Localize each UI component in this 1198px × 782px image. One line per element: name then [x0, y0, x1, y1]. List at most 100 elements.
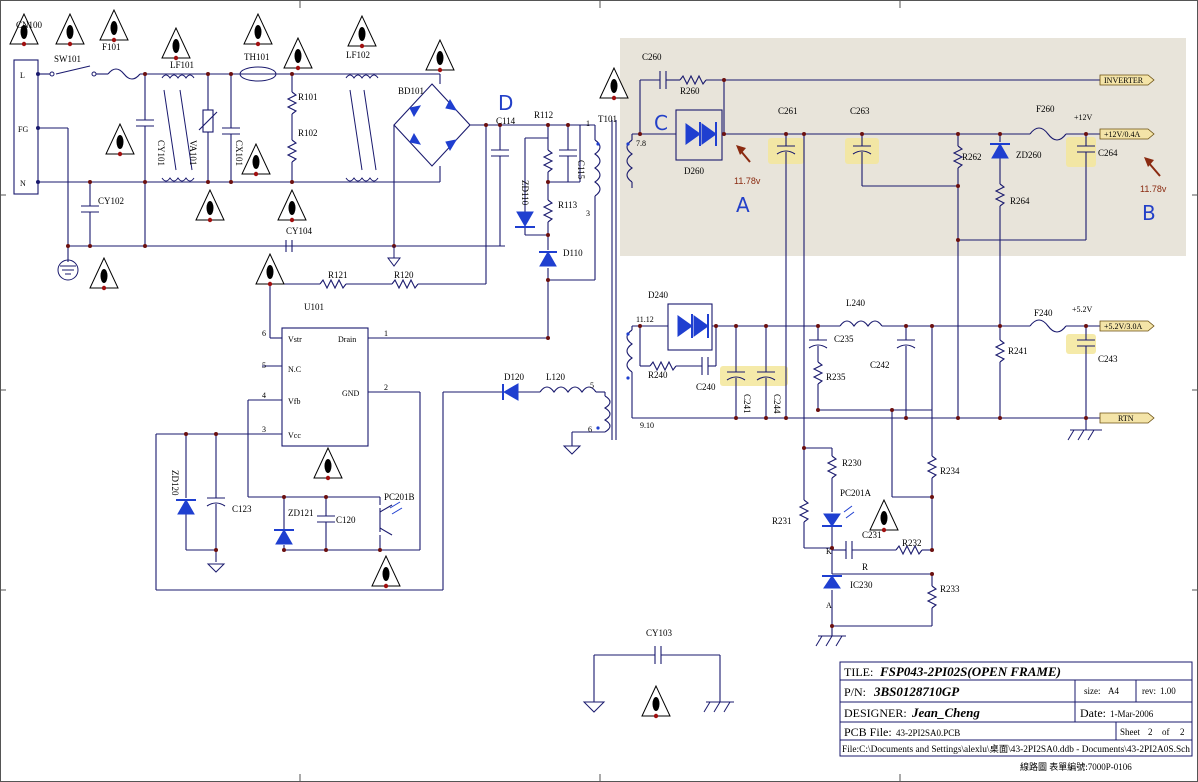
- label-r260: R260: [680, 86, 700, 96]
- label-d260: D260: [684, 166, 704, 176]
- tb-date: 1-Mar-2006: [1110, 709, 1154, 719]
- label-f101: F101: [102, 42, 121, 52]
- u101-pin-gnd: GND: [342, 389, 360, 398]
- label-r262: R262: [962, 152, 982, 162]
- port-rtn: [1099, 412, 1155, 424]
- lf101-symbol: [161, 74, 195, 182]
- pin-1112: 11.12: [636, 315, 654, 324]
- label-c114: C114: [496, 116, 516, 126]
- warning-icon: [161, 26, 191, 61]
- label-th101: TH101: [244, 52, 270, 62]
- tb-date-label: Date:: [1080, 706, 1106, 720]
- annotation-arrows: [736, 145, 1161, 177]
- junction-dots: [36, 71, 1088, 628]
- port-5v-label: +5.2V/3.0A: [1104, 322, 1143, 331]
- u101-pin-drain: Drain: [338, 335, 356, 344]
- warning-icon: [277, 188, 307, 223]
- u101-pin-vstr: Vstr: [288, 335, 302, 344]
- pin-6: 6: [262, 329, 266, 338]
- warning-triangles: [9, 8, 899, 719]
- label-c242: C242: [870, 360, 890, 370]
- t101-pin-1: 1: [586, 119, 590, 128]
- label-cn100: CN100: [16, 20, 43, 30]
- label-cy102: CY102: [98, 196, 124, 206]
- label-c261: C261: [778, 106, 798, 116]
- label-cy103: CY103: [646, 628, 673, 638]
- tb-size-label: size:: [1084, 686, 1101, 696]
- pin-4: 4: [262, 391, 266, 400]
- ground-symbols: [57, 246, 1102, 713]
- label-r235: R235: [826, 372, 846, 382]
- label-u101: U101: [304, 302, 324, 312]
- label-l120: L120: [546, 372, 565, 382]
- warning-icon: [347, 14, 377, 49]
- pin-1: 1: [384, 329, 388, 338]
- label-zd260: ZD260: [1016, 150, 1042, 160]
- label-zd110: ZD110: [520, 180, 530, 206]
- tb-footer: 線路圖 表單編號:7000P-0106: [1020, 761, 1132, 772]
- label-ic230: IC230: [850, 580, 873, 590]
- label-r121: R121: [328, 270, 348, 280]
- label-r264: R264: [1010, 196, 1030, 206]
- tb-rev: 1.00: [1160, 686, 1176, 696]
- tb-designer-label: DESIGNER:: [844, 706, 907, 720]
- warning-icon: [9, 12, 39, 47]
- label-c115: C115: [576, 160, 586, 180]
- annotation-c: C: [654, 111, 668, 135]
- label-r101: R101: [298, 92, 318, 102]
- label-r112: R112: [534, 110, 553, 120]
- warning-icon: [641, 684, 671, 719]
- label-c231: C231: [862, 530, 882, 540]
- port-inverter: [1099, 74, 1155, 86]
- annotation-b: B: [1142, 201, 1156, 225]
- label-t101: T101: [598, 114, 617, 124]
- port-labels: INVERTER +12V/0.4A +5.2V/3.0A RTN +12V +…: [1072, 76, 1144, 423]
- ic230-pin-k: K: [826, 547, 832, 556]
- port-rtn-label: RTN: [1118, 414, 1134, 423]
- label-cy104: CY104: [286, 226, 313, 236]
- lf102-symbol: [345, 74, 379, 182]
- tb-title-label: TILE:: [844, 665, 873, 679]
- port-12v: [1099, 128, 1155, 140]
- ic230-pin-a: A: [826, 601, 832, 610]
- warning-icon: [599, 66, 629, 101]
- label-c123: C123: [232, 504, 252, 514]
- label-d240: D240: [648, 290, 668, 300]
- label-c235: C235: [834, 334, 854, 344]
- u101-pin-vcc: Vcc: [288, 431, 301, 440]
- tb-pn-label: P/N:: [844, 685, 866, 699]
- label-d120: D120: [504, 372, 524, 382]
- label-c260: C260: [642, 52, 662, 62]
- label-r-pin: R: [862, 562, 868, 572]
- label-c263: C263: [850, 106, 870, 116]
- label-zd121: ZD121: [288, 508, 314, 518]
- tb-of-label: of: [1162, 727, 1170, 737]
- pin-910: 9.10: [640, 421, 654, 430]
- voltage-a: 11.78v: [734, 176, 761, 186]
- label-r234: R234: [940, 466, 960, 476]
- label-r120: R120: [394, 270, 414, 280]
- component-symbols: [161, 66, 1010, 589]
- label-zd120: ZD120: [170, 470, 180, 496]
- u101-pin-vfb: Vfb: [288, 397, 300, 406]
- label-va101: VA101: [188, 140, 198, 165]
- warning-icon: [313, 446, 343, 481]
- label-f260: F260: [1036, 104, 1055, 114]
- tb-file: File:C:\Documents and Settings\alexlu\桌面…: [842, 743, 1191, 754]
- warning-icon: [89, 256, 119, 291]
- label-c241: C241: [742, 394, 752, 414]
- label-lf101: LF101: [170, 60, 194, 70]
- label-c264: C264: [1098, 148, 1118, 158]
- annotations: A B C D 11.78v 11.78v: [498, 91, 1167, 225]
- port-12v-label: +12V/0.4A: [1104, 130, 1141, 139]
- label-f240: F240: [1034, 308, 1053, 318]
- label-pc201a: PC201A: [840, 488, 872, 498]
- tb-sheets: 2: [1180, 727, 1185, 737]
- label-c120: C120: [336, 515, 356, 525]
- voltage-b: 11.78v: [1140, 184, 1167, 194]
- cn-pin-fg: FG: [18, 125, 28, 134]
- label-r102: R102: [298, 128, 318, 138]
- rail-52v: +5.2V: [1072, 305, 1093, 314]
